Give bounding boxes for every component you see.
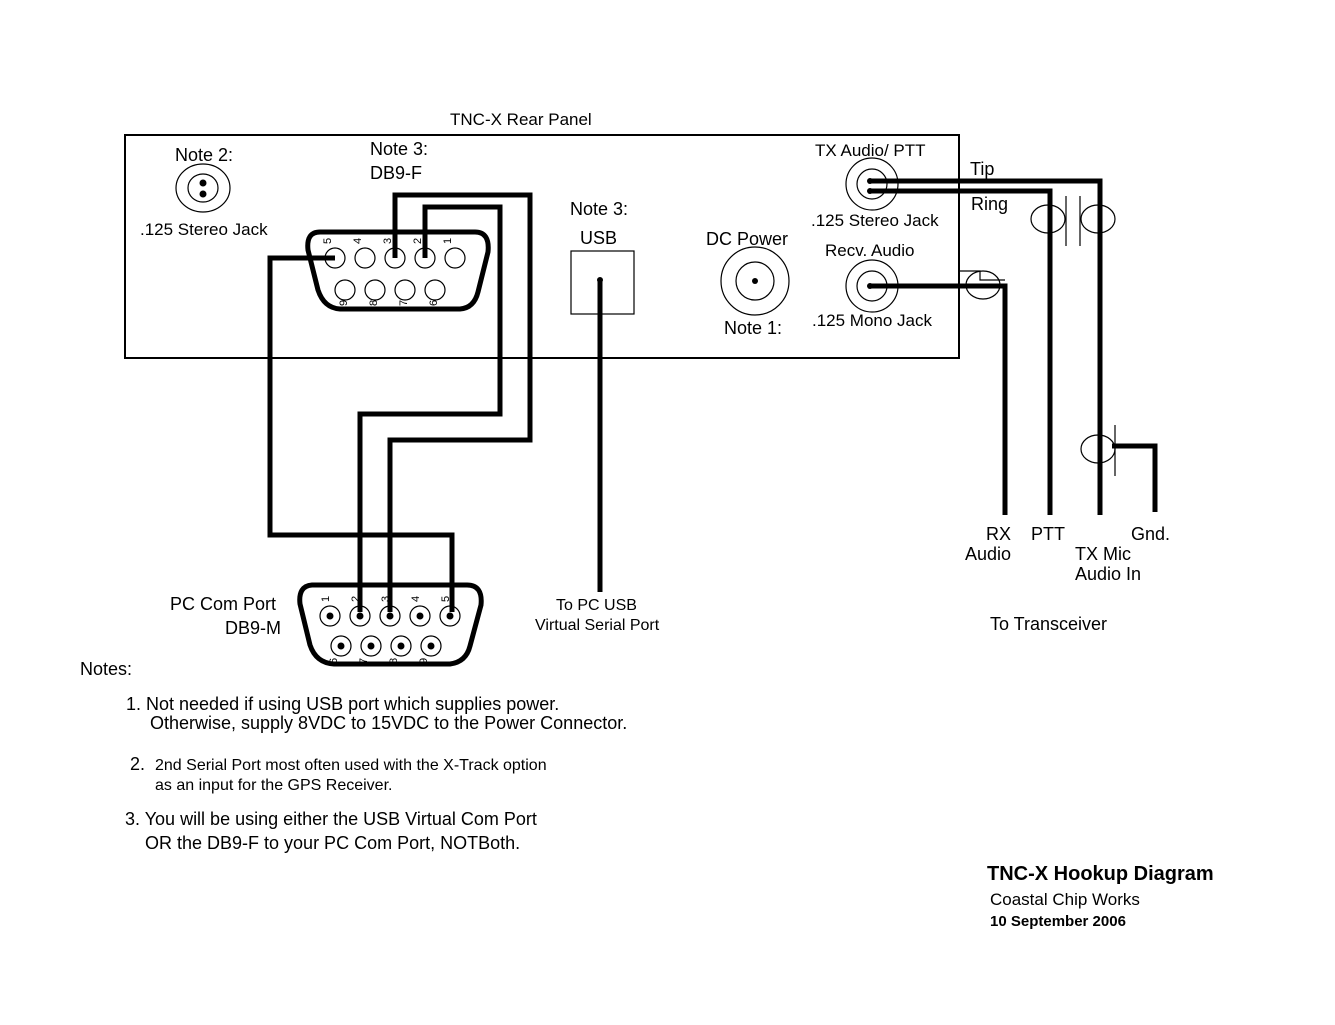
db9f-pin-3: 3 <box>382 238 394 244</box>
aux-stereo-jack-label: .125 Stereo Jack <box>140 220 268 239</box>
note-3-line2: OR the DB9-F to your PC Com Port, NOTBot… <box>145 833 520 853</box>
pc-com-port-label: PC Com Port <box>170 594 276 614</box>
dc-power-label: DC Power <box>706 229 788 249</box>
company-name: Coastal Chip Works <box>990 890 1140 909</box>
ptt-label: PTT <box>1031 524 1065 544</box>
tx-audio-label: TX Audio/ PTT <box>815 141 926 160</box>
db9m-pin-5: 5 <box>440 596 452 602</box>
db9m-connector-icon <box>297 582 484 667</box>
wire-tip-tx-mic <box>870 178 1103 515</box>
aux-stereo-jack-icon <box>175 163 231 213</box>
usb-dest-line1: To PC USB <box>556 597 637 614</box>
audio-cable-wires <box>867 178 1158 515</box>
db9f-pin-2: 2 <box>412 238 424 244</box>
usb-dest-line2: Virtual Serial Port <box>535 617 660 634</box>
usb-label: USB <box>580 228 617 248</box>
usb-note: Note 3: <box>570 199 628 219</box>
wire-rx-audio <box>870 283 1008 515</box>
db9m-pin-8: 8 <box>388 658 400 664</box>
gnd-label: Gnd. <box>1131 524 1170 544</box>
db9f-pin-numbers: 5 4 3 2 1 9 8 7 6 <box>322 238 454 306</box>
tx-audio-stereo-jack-icon <box>845 157 899 211</box>
wire-ring-ptt <box>870 188 1053 515</box>
diagram-title: TNC-X Hookup Diagram <box>987 863 1214 885</box>
recv-audio-jack-label: .125 Mono Jack <box>812 311 933 330</box>
db9f-pin-7: 7 <box>398 300 410 306</box>
tx-mic-label-2: Audio In <box>1075 564 1141 584</box>
db9f-note: Note 3: <box>370 139 428 159</box>
db9m-pin-numbers: 1 2 3 4 5 6 7 8 9 <box>320 596 452 664</box>
shield-symbols <box>959 196 1116 476</box>
ring-label: Ring <box>971 194 1008 214</box>
note-3-line1: 3. You will be using either the USB Virt… <box>125 809 537 829</box>
wire-pin5-ground <box>267 255 455 612</box>
rx-audio-label-1: RX <box>986 524 1011 544</box>
wire-pin2 <box>357 204 503 612</box>
wire-gnd <box>1112 443 1158 512</box>
db9m-pin-4: 4 <box>410 596 422 602</box>
dc-power-jack-icon <box>720 246 790 316</box>
note-2-line1: 2nd Serial Port most often used with the… <box>155 757 547 774</box>
rx-audio-label-2: Audio <box>965 544 1011 564</box>
notes-heading: Notes: <box>80 659 132 679</box>
db9m-pin-3: 3 <box>380 596 392 602</box>
db9f-label: DB9-F <box>370 163 422 183</box>
diagram-date: 10 September 2006 <box>990 913 1126 930</box>
note2-label: Note 2: <box>175 145 233 165</box>
db9f-pin-6: 6 <box>428 300 440 306</box>
db9f-pin-1: 1 <box>442 238 454 244</box>
note-2-line2: as an input for the GPS Receiver. <box>155 777 392 794</box>
note-1-line1: 1. Not needed if using USB port which su… <box>126 694 559 714</box>
serial-cable-wires <box>267 192 533 612</box>
note-2-number: 2. <box>130 754 145 774</box>
panel-title: TNC-X Rear Panel <box>450 110 592 129</box>
tx-mic-label-1: TX Mic <box>1075 544 1131 564</box>
db9f-pin-4: 4 <box>352 238 364 244</box>
note-1-line2: Otherwise, supply 8VDC to 15VDC to the P… <box>150 713 627 733</box>
db9f-pin-5: 5 <box>322 238 334 244</box>
db9m-pin-6: 6 <box>328 658 340 664</box>
db9m-pin-7: 7 <box>358 658 370 664</box>
dc-power-note: Note 1: <box>724 318 782 338</box>
db9f-pin-9: 9 <box>338 300 350 306</box>
tip-label: Tip <box>970 159 994 179</box>
db9f-pin-8: 8 <box>368 300 380 306</box>
pc-com-port-type: DB9-M <box>225 618 281 638</box>
wire-pin3 <box>387 192 533 612</box>
db9f-connector-icon <box>305 229 491 312</box>
db9m-pin-2: 2 <box>350 596 362 602</box>
tx-audio-jack-label: .125 Stereo Jack <box>811 211 939 230</box>
recv-audio-label: Recv. Audio <box>825 241 914 260</box>
db9m-pin-1: 1 <box>320 596 332 602</box>
db9m-pin-9: 9 <box>418 658 430 664</box>
to-transceiver-label: To Transceiver <box>990 614 1107 634</box>
